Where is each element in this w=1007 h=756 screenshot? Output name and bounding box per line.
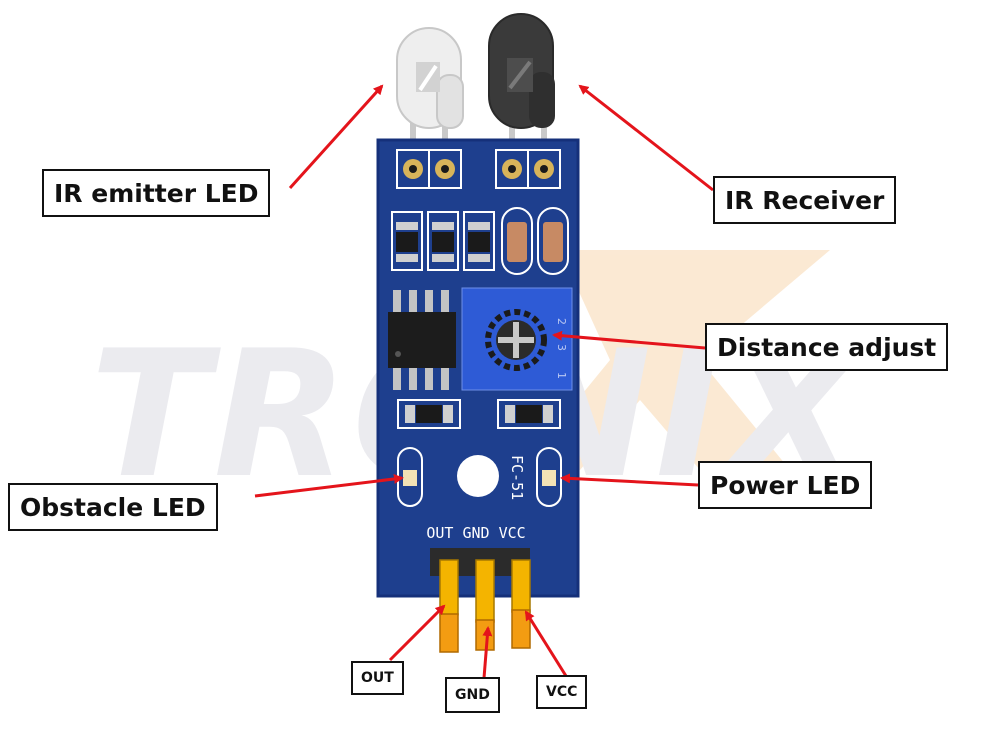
pin-header-label: OUT GND VCC — [426, 524, 525, 542]
watermark-x-shape — [520, 250, 830, 470]
ir-emitter-led — [396, 27, 464, 129]
pin-header — [430, 548, 531, 653]
ir-receiver-led — [488, 13, 555, 129]
arrow-pin-gnd — [482, 626, 493, 679]
model-label: FC-51 — [508, 455, 526, 500]
pot-marking-3: 3 — [555, 344, 568, 351]
label-ir-receiver: IR Receiver — [713, 176, 897, 224]
label-power-led: Power LED — [698, 461, 873, 509]
label-pin-vcc: VCC — [536, 675, 588, 709]
arrow-ir-emitter — [288, 84, 384, 190]
label-pin-gnd: GND — [445, 677, 500, 713]
label-distance-adjust: Distance adjust — [705, 323, 949, 371]
arrow-ir-receiver — [578, 84, 714, 192]
arrow-pin-vcc — [524, 610, 568, 677]
arrow-obstacle-led — [254, 474, 404, 498]
arrow-power-led — [560, 473, 699, 487]
mounting-hole — [457, 455, 499, 497]
smd-components-middle — [397, 399, 561, 429]
arrow-distance-adjust — [552, 330, 706, 350]
pin-gnd — [475, 559, 495, 651]
potentiometer: 2 3 1 — [461, 287, 573, 391]
label-ir-emitter-led: IR emitter LED — [42, 169, 271, 217]
led-solder-pads — [396, 149, 561, 189]
label-pin-out: OUT — [351, 661, 404, 695]
comparator-ic — [388, 290, 456, 390]
smd-components-row — [391, 207, 569, 275]
pot-marking-2: 2 — [555, 318, 568, 325]
arrow-pin-out — [388, 604, 446, 662]
pot-marking-1: 1 — [555, 372, 568, 379]
pin-vcc — [511, 559, 531, 649]
callout-arrows — [254, 84, 714, 679]
label-obstacle-led: Obstacle LED — [8, 483, 218, 531]
